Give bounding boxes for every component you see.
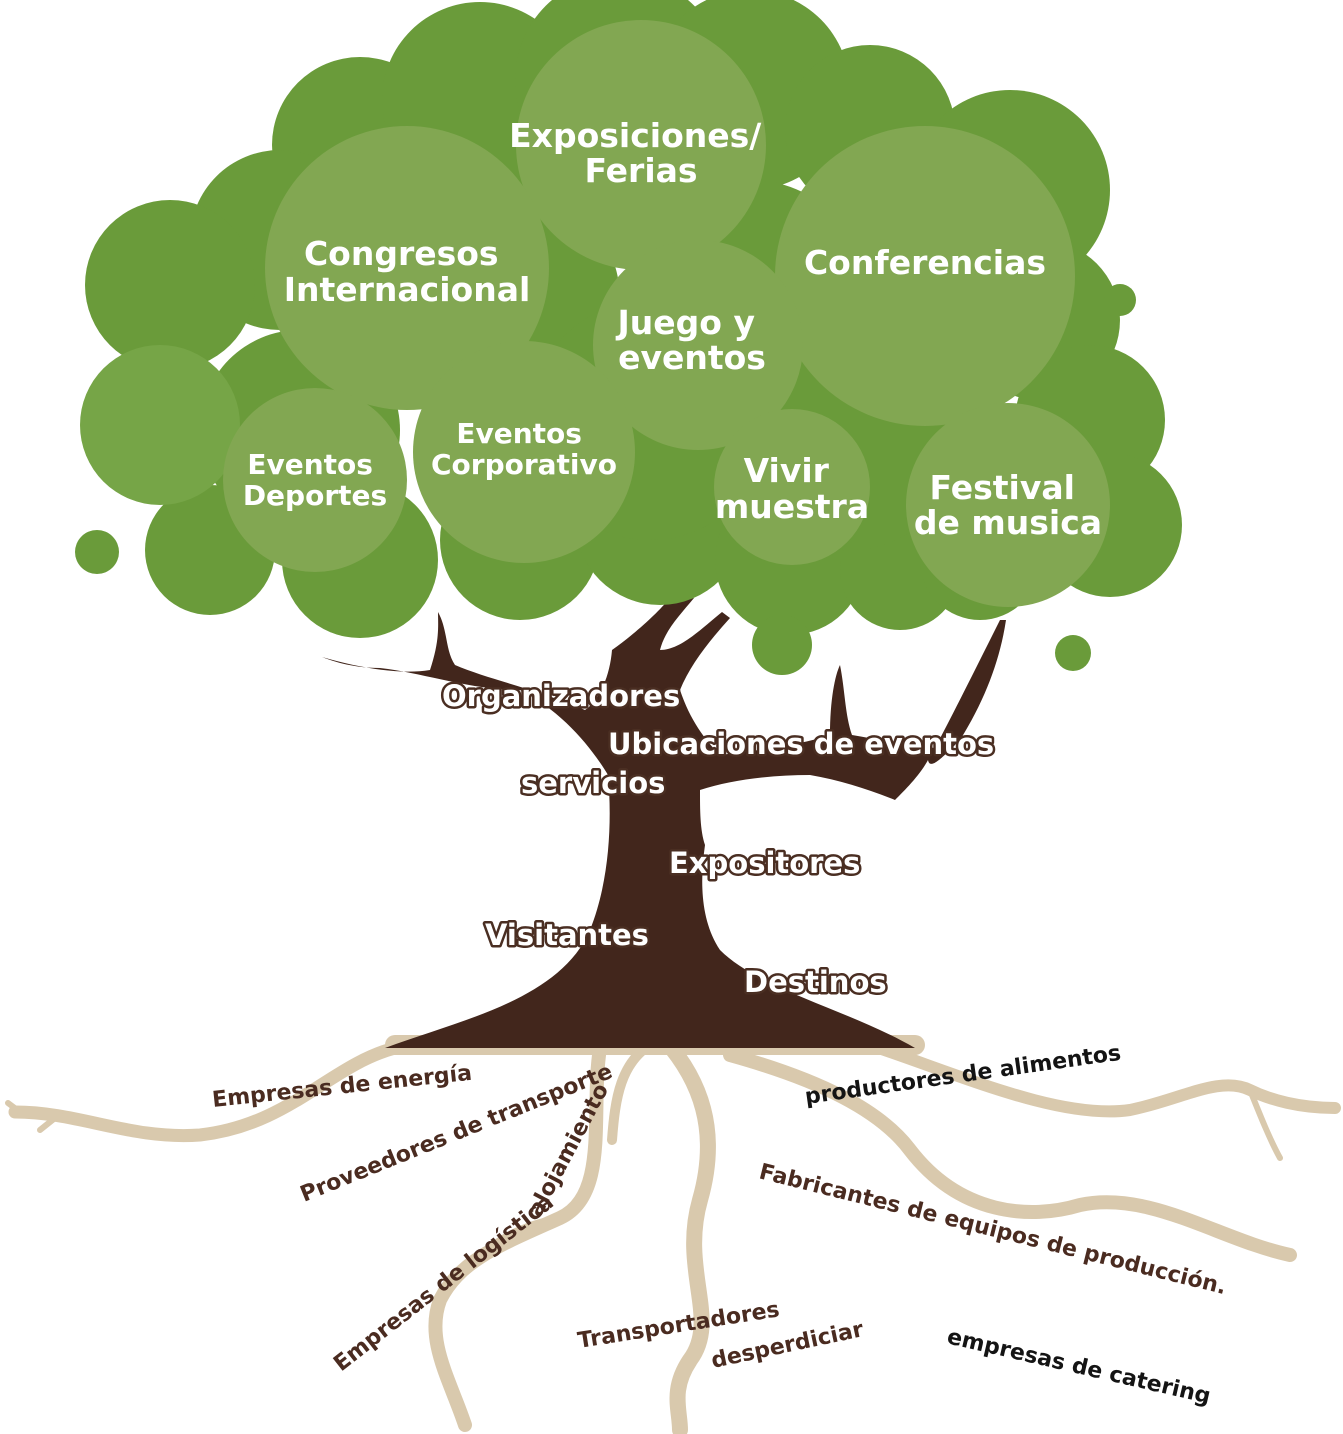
label-ubicaciones: Ubicaciones de eventos [608,727,994,761]
label-festival: Festival de musica [914,468,1102,542]
label-eventos-deportes: Eventos Deportes [243,448,387,512]
label-juego: Juego y eventos [616,303,767,377]
bubble-eventos-corporativo [413,341,635,563]
root-labels: Empresas de energía productores de alime… [211,1041,1229,1410]
canopy-labels: Exposiciones/ Ferias Congresos Internaci… [243,116,1102,542]
canopy-mid-layer [80,345,240,505]
canopy [75,0,1182,675]
label-eventos-corporativo: Eventos Corporativo [431,417,617,481]
root-right-far-tip [1247,1087,1283,1161]
label-vivir: Vivir muestra [715,451,869,526]
root-right-far [864,1039,1341,1118]
trunk-labels: Organizadores Ubicaciones de eventos ser… [440,677,997,1002]
label-expositores: Expositores [669,846,860,880]
canopy-light-layer [223,20,1110,607]
bubble-exposiciones [516,20,766,270]
bubble-congresos [265,126,549,410]
root-right [723,1048,1297,1262]
bubble-conferencias [775,126,1075,426]
root-left-far-tip [5,1100,63,1133]
label-conferencias: Conferencias [804,243,1046,282]
label-exposiciones: Exposiciones/ Ferias [509,116,773,190]
trunk-body [322,598,1006,1048]
label-servicios: servicios [521,766,665,800]
bubble-vivir [714,409,870,565]
root-center-left [607,1037,660,1145]
label-congresos: Congresos Internacional [284,234,531,309]
label-destinos: Destinos [744,965,887,999]
root-center [657,1032,716,1434]
root-mid-left [428,1041,607,1432]
label-visitantes: Visitantes [485,918,649,952]
bubble-festival [906,403,1110,607]
bubble-eventos-deportes [223,388,407,572]
root-left-far [8,1041,402,1143]
bubble-juego [593,240,803,450]
trunk [322,598,1006,1048]
label-catering: empresas de catering [945,1324,1213,1409]
root-mid-left-branch [466,1214,564,1269]
label-organizadores: Organizadores [442,679,680,713]
label-fabricantes: Fabricantes de equipos de producción. [757,1160,1229,1301]
